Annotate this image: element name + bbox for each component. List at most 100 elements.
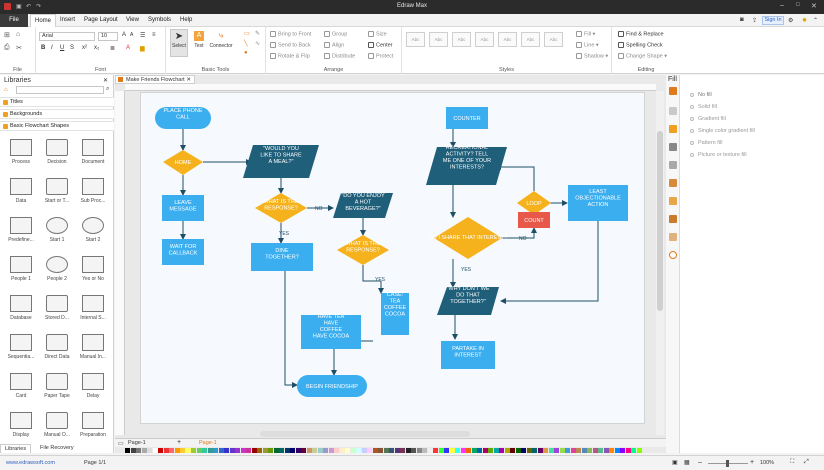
color-swatch[interactable] [598,448,603,453]
color-swatch[interactable] [125,448,130,453]
bring-to-front-button[interactable]: Bring to Front [270,31,311,37]
shape-home[interactable] [163,150,203,175]
color-swatch[interactable] [405,448,411,453]
color-swatch[interactable] [367,448,372,453]
color-swatch[interactable] [493,448,499,453]
color-swatch[interactable] [488,448,493,453]
color-swatch[interactable] [229,448,235,453]
library-shape[interactable]: Internal S... [76,295,110,321]
color-swatch[interactable] [411,448,416,453]
style-thumb-4[interactable]: Abc [475,32,494,47]
document-tab[interactable]: Make Friends Flowchart ✕ [115,75,195,84]
color-swatch[interactable] [141,448,147,453]
shape-counter[interactable] [446,107,488,129]
color-swatch[interactable] [576,448,581,453]
color-swatch[interactable] [372,448,378,453]
rotate-flip-button[interactable]: Rotate & Flip [270,53,310,59]
image-tab-icon[interactable] [669,143,677,151]
color-swatch[interactable] [587,448,592,453]
color-swatch[interactable] [356,448,361,453]
data-tab-icon[interactable] [669,215,677,223]
center-button[interactable]: Center [368,42,393,48]
vertical-scroll-thumb[interactable] [657,131,663,311]
color-swatch[interactable] [185,448,191,453]
underline-icon[interactable]: U [60,45,65,51]
color-swatch[interactable] [257,448,262,453]
color-swatch[interactable] [306,448,312,453]
tab-file-recovery[interactable]: File Recovery [40,445,74,451]
status-url[interactable]: www.edrawsoft.com [6,460,55,466]
color-swatch[interactable] [361,448,367,453]
color-swatch[interactable] [559,448,565,453]
page-tab-icon[interactable] [669,197,677,205]
color-swatch[interactable] [499,448,504,453]
zoom-level[interactable]: 100% [760,460,775,466]
ribbon-collapse-icon[interactable]: ⌃ [813,18,819,24]
color-swatch[interactable] [532,448,537,453]
distribute-button[interactable]: Distribute [324,53,355,59]
color-swatch[interactable] [251,448,257,453]
library-shape[interactable]: Stored D... [40,295,74,321]
style-thumb-2[interactable]: Abc [429,32,448,47]
color-swatch[interactable] [328,448,334,453]
library-section-basic-flowchart[interactable]: Basic Flowchart Shapes [0,121,114,131]
sign-in-button[interactable]: Sign In [762,16,784,25]
font-name-select[interactable]: Arial [39,32,95,41]
color-swatch[interactable] [548,448,554,453]
library-close-icon[interactable]: ✕ [103,78,109,84]
color-swatch[interactable] [169,448,174,453]
library-shape[interactable]: Yes or No [76,256,110,282]
color-swatch[interactable] [482,448,488,453]
color-swatch[interactable] [345,448,350,453]
color-swatch[interactable] [224,448,229,453]
color-swatch[interactable] [389,448,394,453]
layer-tab-icon[interactable] [669,179,677,187]
color-swatch[interactable] [400,448,405,453]
color-swatch[interactable] [449,448,455,453]
color-swatch[interactable] [427,448,433,453]
library-shape[interactable]: Decision [40,139,74,165]
color-swatch[interactable] [466,448,471,453]
shape-partake[interactable] [441,341,495,369]
shape-have-tea[interactable] [301,315,361,349]
find-replace-button[interactable]: Find & Replace [618,31,664,37]
library-shape[interactable]: Start 1 [40,217,74,243]
fill-option-gradient[interactable]: Gradient fill [690,116,726,122]
color-swatch[interactable] [163,448,169,453]
line-tab-icon[interactable] [669,107,677,115]
color-swatch[interactable] [383,448,389,453]
subscript-icon[interactable]: x₂ [94,45,100,51]
shape-why-dont[interactable] [437,287,499,315]
fullscreen-icon[interactable]: ⤢ [804,459,809,465]
search-icon[interactable]: ⌕ [106,86,110,92]
library-shape[interactable]: Manual In... [76,334,110,360]
tab-close-icon[interactable]: ✕ [186,77,191,83]
fill-option-solid[interactable]: Solid fill [690,104,717,110]
shape-circle-icon[interactable]: ● [244,50,248,56]
shape-share-meal[interactable] [243,145,319,178]
color-swatch[interactable] [268,448,273,453]
decrease-font-icon[interactable]: A [130,32,134,38]
color-swatch[interactable] [554,448,559,453]
color-swatch[interactable] [136,448,141,453]
shape-enjoy-beverage[interactable] [333,193,393,218]
help-icon[interactable] [669,251,677,259]
fill-tab-icon[interactable] [669,87,677,95]
page-tab-active[interactable]: Page-1 [199,440,217,446]
shape-do-i-share[interactable] [434,217,502,259]
line-button[interactable]: Line ▾ [576,42,599,48]
tab-libraries[interactable]: Libraries [0,444,32,453]
color-swatch[interactable] [312,448,317,453]
color-swatch[interactable] [477,448,482,453]
style-thumb-5[interactable]: Abc [498,32,517,47]
fill-option-no-fill[interactable]: No fill [690,92,712,98]
library-section-backgrounds[interactable]: Backgrounds [0,109,114,119]
library-shape[interactable]: Preparation [76,412,110,438]
color-swatch[interactable] [433,448,438,453]
new-icon[interactable]: ⊞ [4,32,10,39]
library-shape[interactable]: People 1 [4,256,38,282]
color-swatch[interactable] [317,448,323,453]
font-color-icon[interactable]: A [126,45,131,51]
italic-icon[interactable]: I [51,45,53,51]
color-swatch[interactable] [570,448,576,453]
